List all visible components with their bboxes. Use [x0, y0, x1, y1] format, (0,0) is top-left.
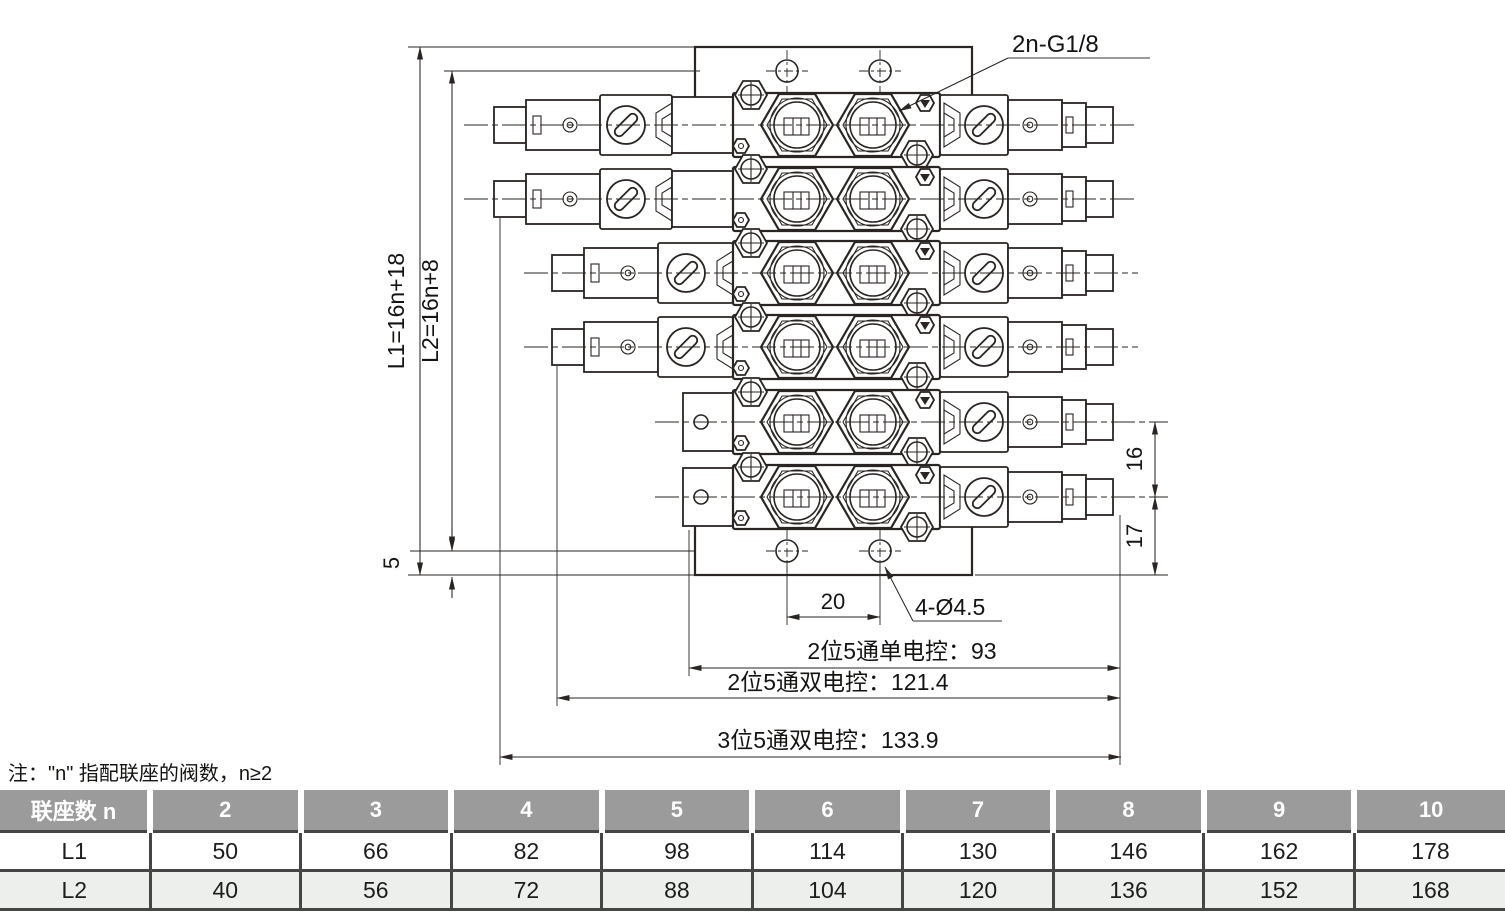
table-cell: 130: [901, 830, 1054, 871]
width-double-2pos-label: 2位5通双电控：121.4: [727, 669, 948, 695]
table-cell: 66: [299, 830, 452, 871]
table-cell: 56: [299, 869, 452, 911]
width-single-label: 2位5通单电控：93: [807, 638, 996, 664]
table-cell: 114: [750, 830, 903, 871]
valve-row-1: [464, 81, 1138, 169]
table-header-cell: 3: [297, 790, 452, 832]
dim-label-5: 5: [379, 557, 404, 569]
valve-row-2: [464, 155, 1138, 243]
technical-drawing: L1=16n+18 L2=16n+8 5 16 17 20 4-Ø4.5 2n-…: [379, 31, 1505, 765]
table-header-cell: 10: [1351, 790, 1505, 832]
dim-label-l1: L1=16n+18: [383, 253, 409, 369]
table-header-cell: 9: [1200, 790, 1355, 832]
dim-label-20: 20: [821, 589, 845, 614]
table-header-row: 联座数 n 2 3 4 5 6 7 8 9 10: [0, 790, 1505, 832]
row-label: L2: [0, 869, 150, 911]
table-cell: 50: [148, 830, 301, 871]
row-label: L1: [0, 830, 150, 871]
table-cell: 120: [901, 869, 1054, 911]
width-double-3pos-label: 3位5通双电控：133.9: [717, 727, 938, 753]
valve-row-5: [655, 378, 1168, 466]
table-cell: 136: [1051, 869, 1204, 911]
table-cell: 104: [750, 869, 903, 911]
table-cell: 168: [1352, 869, 1505, 911]
extension-lines: [408, 46, 1168, 765]
dim-label-16: 16: [1122, 447, 1147, 471]
dim-label-l2: L2=16n+8: [417, 259, 443, 363]
table-header-cell: 5: [598, 790, 753, 832]
table-header-cell: 6: [749, 790, 903, 832]
table-cell: 88: [600, 869, 753, 911]
table-cell: 82: [449, 830, 602, 871]
table-row-l1: L1 50 66 82 98 114 130 146 162 178: [0, 830, 1505, 871]
table-cell: 152: [1202, 869, 1355, 911]
table-cell: 162: [1202, 830, 1355, 871]
table-cell: 72: [449, 869, 602, 911]
table-header-cell: 8: [1050, 790, 1204, 832]
table-header-cell: 2: [147, 790, 301, 832]
dimension-lines: [416, 46, 1159, 761]
table-cell: 98: [600, 830, 753, 871]
valve-row-3: [524, 229, 1138, 317]
table-cell: 178: [1352, 830, 1505, 871]
valve-row-4: [524, 303, 1138, 391]
table-row-l2: L2 40 56 72 88 104 120 136 152 168: [0, 869, 1505, 911]
table-cell: 40: [148, 869, 301, 911]
hole-spec-label: 4-Ø4.5: [915, 594, 985, 620]
dim-label-17: 17: [1122, 524, 1147, 548]
table-header-cell: 7: [899, 790, 1054, 832]
dimension-table: 联座数 n 2 3 4 5 6 7 8 9 10 L1 50 66 82 98 …: [0, 790, 1505, 911]
table-header-cell: 联座数 n: [0, 790, 150, 832]
footnote: 注："n" 指配联座的阀数，n≥2: [8, 763, 273, 785]
table-cell: 146: [1051, 830, 1204, 871]
table-header-cell: 4: [448, 790, 602, 832]
port-spec-label: 2n-G1/8: [1012, 31, 1099, 58]
